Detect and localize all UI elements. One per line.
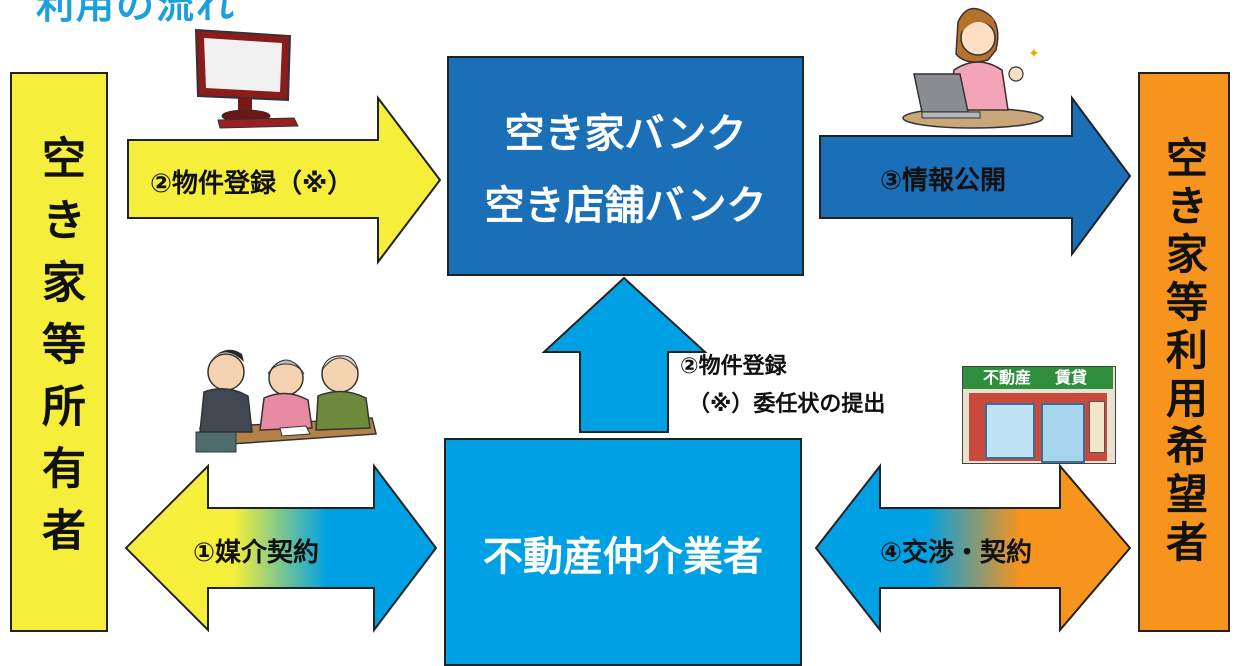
broker-label: 不動産仲介業者	[483, 534, 763, 580]
user-label: 空き家等利用希望者	[1159, 136, 1209, 568]
owner-label: 空き家等所有者	[34, 135, 85, 569]
bank-box: 空き家バンク 空き店舗バンク	[447, 56, 804, 276]
mediation-label: ①媒介契約	[193, 538, 320, 568]
negotiation-arrow	[814, 463, 1132, 633]
broker-box: 不動産仲介業者	[444, 438, 802, 666]
broker-registration-line1: ②物件登録	[680, 354, 787, 379]
shop-sign-tag: 賃貸	[1055, 368, 1088, 387]
publish-arrow	[819, 94, 1132, 258]
mediation-arrow	[124, 463, 438, 633]
publish-label: ③情報公開	[880, 166, 1007, 196]
shop-board	[1089, 401, 1105, 453]
user-box: 空き家等利用希望者	[1138, 72, 1230, 632]
owner-box: 空き家等所有者	[10, 72, 108, 632]
bank-line1: 空き家バンク	[504, 111, 747, 157]
registration-label: ②物件登録（※）	[150, 169, 354, 199]
page-heading: 利用の流れ	[36, 0, 237, 27]
negotiation-label: ④交渉・契約	[880, 538, 1033, 568]
shop-sign-name: 不動産	[983, 368, 1032, 387]
broker-up-arrow	[541, 276, 708, 433]
broker-registration-line2: （※）委任状の提出	[688, 392, 886, 417]
shop-sign: 不動産 賃貸	[963, 367, 1113, 389]
meeting-people-icon	[195, 349, 377, 453]
real-estate-shop-icon: 不動産 賃貸	[962, 366, 1116, 464]
computer-monitor-icon	[194, 28, 299, 129]
svg-text:✦: ✦	[1028, 46, 1040, 62]
shop-window	[985, 403, 1035, 459]
woman-laptop-icon: ✦	[902, 7, 1044, 129]
shop-door	[1041, 403, 1085, 463]
registration-arrow	[127, 95, 442, 265]
bank-line2: 空き店舗バンク	[484, 183, 767, 229]
